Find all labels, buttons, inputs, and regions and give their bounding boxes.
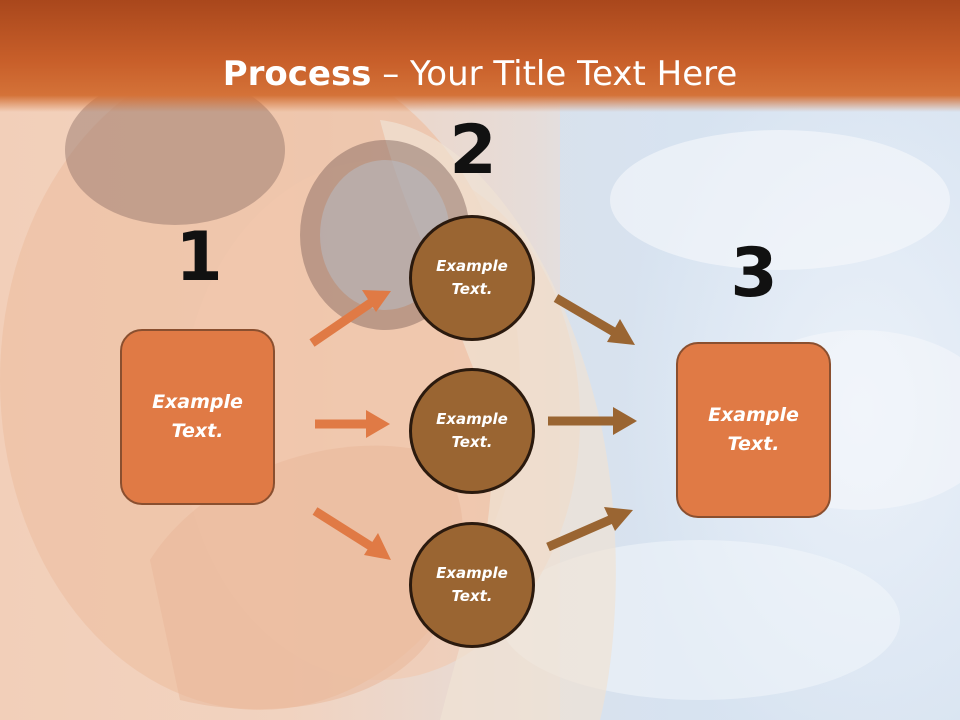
step-1-label: Example Text.: [152, 391, 243, 442]
step-2-bottom-label: Example Text.: [436, 564, 508, 605]
step-2-circle-middle: Example Text.: [409, 368, 535, 494]
step-2-top-label: Example Text.: [436, 257, 508, 298]
arrow-1-to-top: [309, 290, 391, 347]
step-number-2: 2: [449, 111, 497, 190]
step-2-circle-top: Example Text.: [409, 215, 535, 341]
step-2-circle-bottom: Example Text.: [409, 522, 535, 648]
step-3-box: Example Text.: [676, 342, 831, 518]
step-number-1: 1: [175, 218, 223, 297]
title-bold: Process: [222, 54, 372, 94]
step-number-3: 3: [730, 234, 778, 313]
arrow-1-to-middle: [315, 410, 390, 438]
arrow-middle-to-3: [548, 407, 637, 435]
arrow-bottom-to-3: [546, 507, 633, 552]
arrow-1-to-bottom: [312, 507, 391, 560]
slide-title: Process – Your Title Text Here: [0, 52, 960, 96]
title-rest: – Your Title Text Here: [371, 54, 738, 94]
step-3-label: Example Text.: [708, 404, 799, 455]
title-band: [0, 0, 960, 112]
step-1-box: Example Text.: [120, 329, 275, 505]
step-2-middle-label: Example Text.: [436, 410, 508, 451]
arrow-top-to-3: [553, 294, 635, 345]
